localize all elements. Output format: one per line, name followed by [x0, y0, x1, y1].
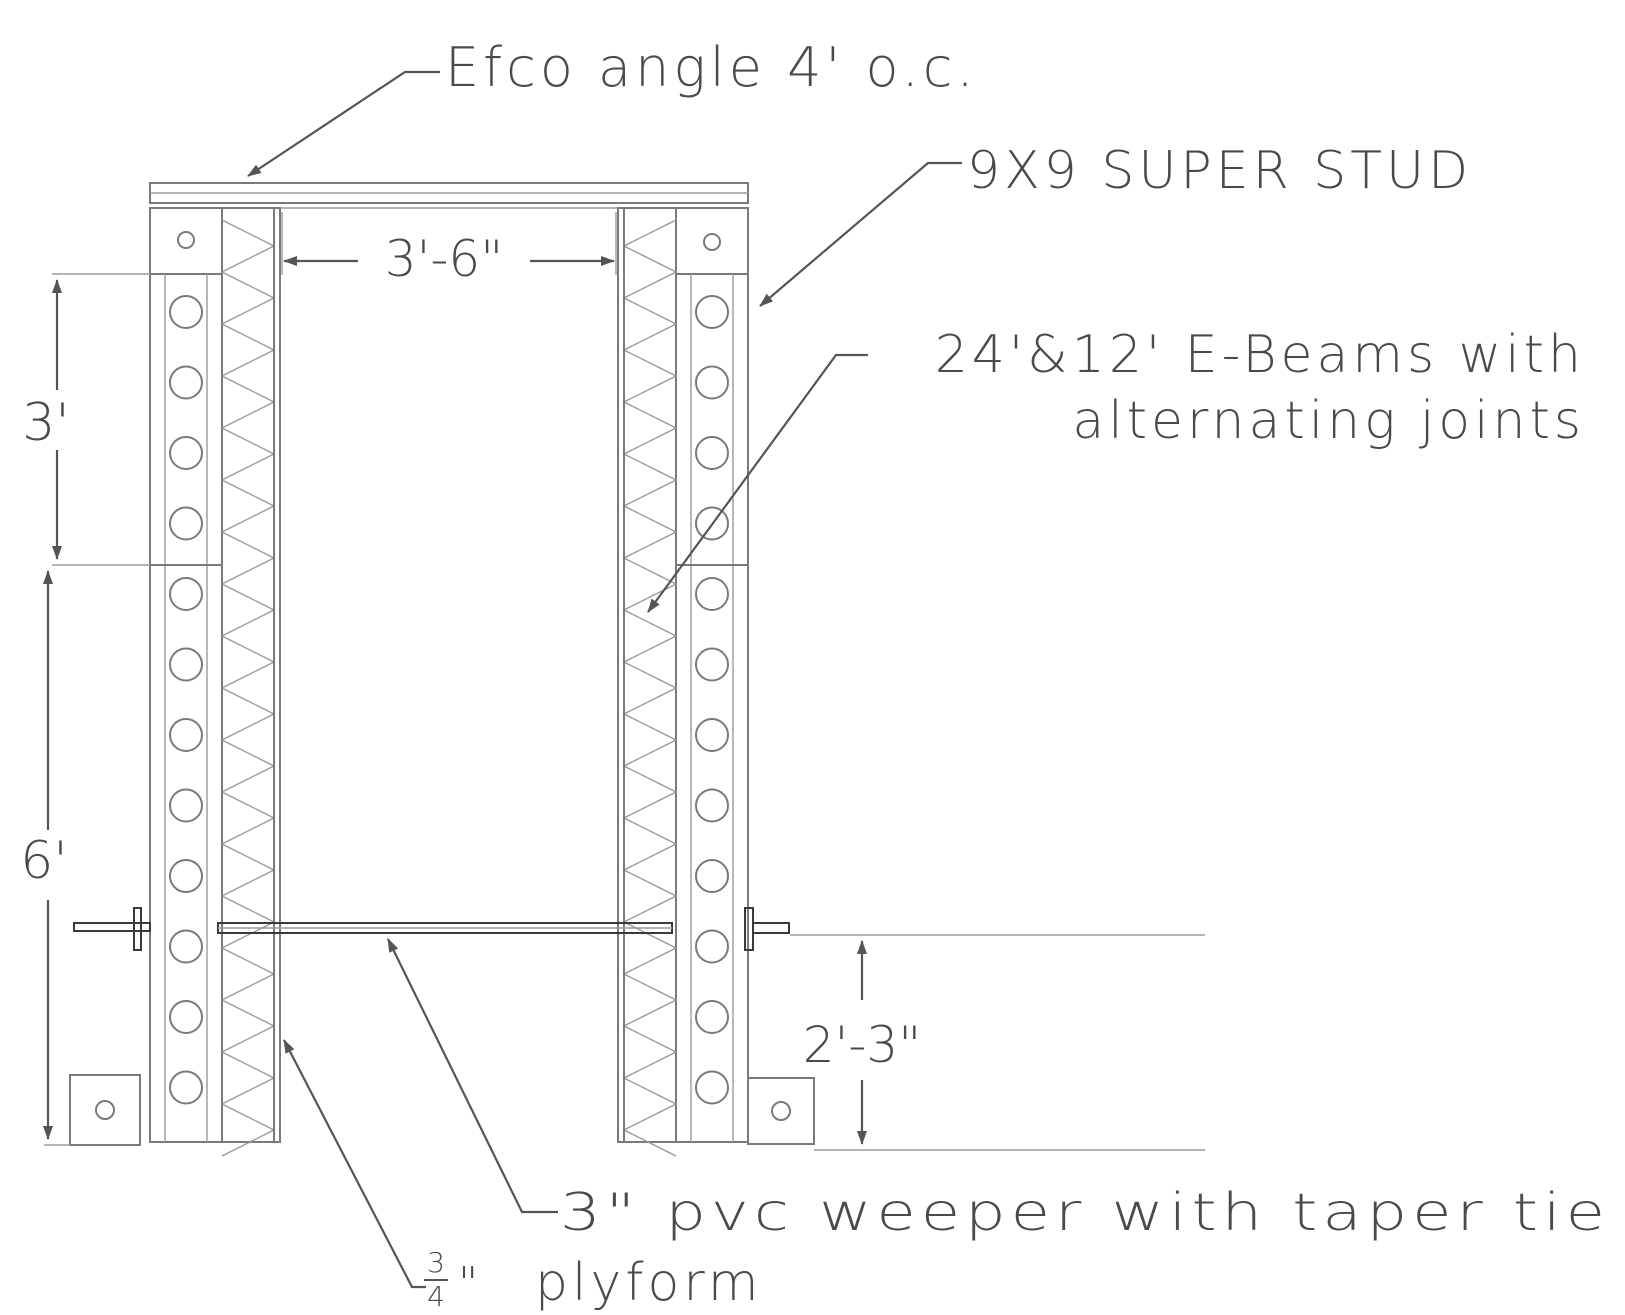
leader-e-beams — [647, 353, 868, 613]
pvc-weeper-tie — [73, 907, 790, 951]
truss-web — [622, 427, 677, 481]
stud-hole — [695, 365, 729, 400]
plyform-right — [617, 207, 625, 1143]
truss-web — [221, 999, 276, 1053]
truss-web — [622, 999, 677, 1053]
truss-web — [221, 687, 276, 741]
bottom-plate-right — [747, 1077, 815, 1145]
stud-hole — [695, 647, 729, 682]
stud-hole — [169, 1000, 203, 1034]
truss-web — [622, 375, 677, 429]
truss-web — [221, 323, 276, 377]
truss-web — [622, 635, 677, 689]
dim-inner-width: 3'-6" — [281, 212, 617, 288]
label-efco-angle: Efco angle 4' o.c. — [445, 36, 978, 99]
stud-hole — [695, 1070, 729, 1105]
stud-hole — [169, 295, 203, 329]
truss-web — [221, 947, 276, 1001]
super-stud-right — [675, 273, 749, 1143]
truss-web — [221, 427, 276, 481]
dim-lower-height-label: 6' — [20, 831, 67, 891]
truss-web — [622, 271, 677, 325]
truss-web — [221, 739, 276, 793]
truss-web — [622, 791, 677, 845]
stud-hole — [695, 859, 729, 893]
dim-weeper-height-label: 2'-3" — [803, 1016, 921, 1074]
dim-upper-height: 3' — [22, 273, 150, 566]
stud-hole — [169, 788, 203, 823]
dim-upper-height-label: 3' — [22, 393, 69, 453]
truss-web — [221, 843, 276, 897]
truss-web — [622, 687, 677, 741]
stud-hole — [169, 365, 203, 400]
truss-web — [221, 531, 276, 585]
label-e-beams-line1: 24'&12' E-Beams with — [935, 325, 1585, 385]
label-plyform-inch: " — [458, 1258, 478, 1309]
top-plate-right — [675, 207, 749, 275]
leader-weeper — [387, 938, 558, 1214]
leader-efco-angle — [247, 70, 440, 177]
stud-hole — [695, 1000, 729, 1034]
stud-hole — [169, 1070, 203, 1105]
stud-hole — [695, 577, 729, 611]
truss-web — [221, 219, 276, 273]
truss-web — [622, 323, 677, 377]
stud-hole — [695, 295, 729, 329]
dim-inner-width-label: 3'-6" — [385, 230, 503, 288]
truss-web — [221, 791, 276, 845]
leader-super-stud — [759, 161, 962, 307]
truss-web — [622, 1051, 677, 1105]
stud-hole — [169, 647, 203, 682]
stud-hole — [169, 859, 203, 893]
e-beam-right — [622, 207, 677, 1157]
bottom-plate-left — [69, 1074, 141, 1146]
label-plyform: 3 4 " plyform — [424, 1246, 762, 1313]
truss-web — [221, 1103, 276, 1157]
truss-web — [622, 531, 677, 585]
truss-web — [221, 1051, 276, 1105]
label-super-stud: 9X9 SUPER STUD — [967, 141, 1472, 201]
stud-hole — [695, 718, 729, 752]
truss-web — [221, 375, 276, 429]
dim-lower-height: 6' — [20, 570, 70, 1146]
truss-web — [221, 479, 276, 533]
label-weeper: 3" pvc weeper with taper tie — [560, 1183, 1610, 1243]
label-plyform-fraction-den: 4 — [427, 1280, 445, 1313]
truss-web — [221, 583, 276, 637]
stud-hole — [169, 577, 203, 611]
dim-weeper-height: 2'-3" — [803, 940, 921, 1145]
truss-web — [622, 1103, 677, 1157]
stud-hole — [169, 929, 203, 964]
super-stud-left — [149, 273, 223, 1143]
truss-web — [622, 479, 677, 533]
stud-hole — [169, 506, 203, 541]
truss-web — [622, 947, 677, 1001]
truss-web — [622, 739, 677, 793]
top-plate-left — [149, 207, 223, 275]
leader-plyform — [283, 1039, 426, 1289]
truss-web — [622, 219, 677, 273]
stud-hole — [169, 436, 203, 470]
e-beam-left — [221, 207, 276, 1157]
truss-web — [622, 843, 677, 897]
grade-lines — [790, 934, 1205, 1151]
truss-web — [221, 635, 276, 689]
stud-hole — [695, 929, 729, 964]
efco-angle-top — [149, 182, 749, 209]
stud-hole — [169, 718, 203, 752]
stud-hole — [695, 436, 729, 470]
label-plyform-fraction-num: 3 — [427, 1246, 445, 1279]
label-e-beams-line2: alternating joints — [1072, 391, 1585, 451]
truss-web — [221, 271, 276, 325]
label-plyform-text: plyform — [535, 1253, 762, 1313]
stud-hole — [695, 788, 729, 823]
plyform-left — [273, 207, 281, 1143]
